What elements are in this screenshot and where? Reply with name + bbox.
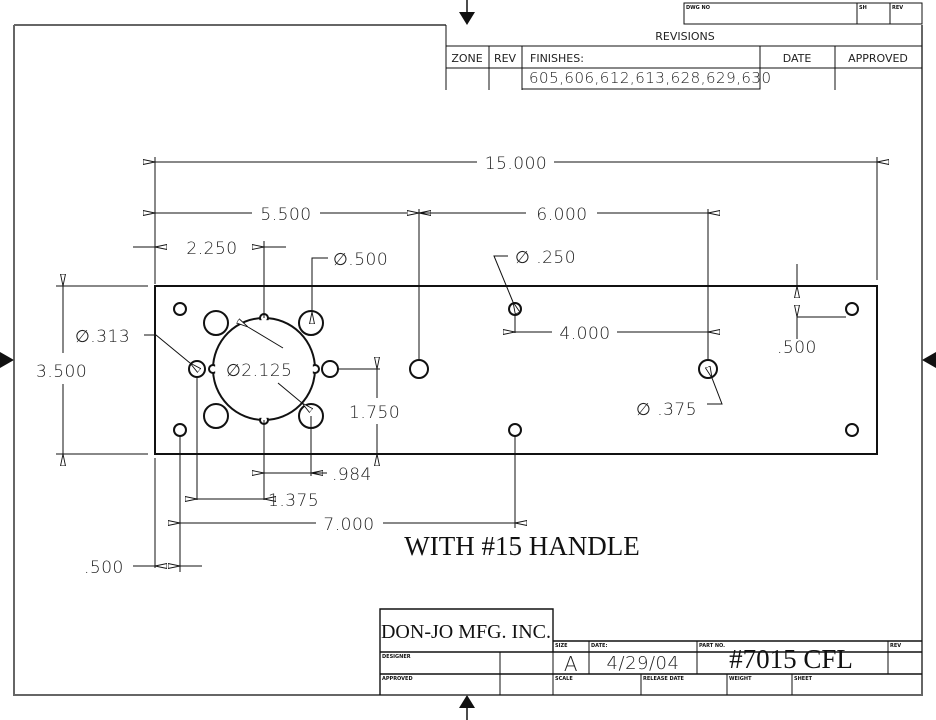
dim-spacing-984: .984 — [332, 465, 372, 485]
rev-no-label: REV — [892, 5, 903, 11]
approved-label: APPROVED — [382, 676, 413, 682]
dim-left-to-center: 5.500 — [260, 205, 311, 225]
hub-cutout — [208, 313, 320, 425]
hole-375-center — [409, 359, 429, 379]
hole-313-left — [188, 360, 206, 378]
dim-center-to-hole: 6.000 — [536, 205, 587, 225]
dim-spacing-1375: 1.375 — [268, 491, 319, 511]
dim-edge-500-bottom: .500 — [84, 558, 124, 578]
corner-hole-bottom-right — [845, 423, 859, 437]
approved-column-header: APPROVED — [848, 52, 908, 65]
release-date-label: RELEASE DATE — [643, 676, 685, 682]
part-outline — [154, 285, 878, 455]
right-center-marker-icon — [922, 352, 936, 368]
date-value: 4/29/04 — [607, 653, 680, 674]
corner-hole-bottom-left — [173, 423, 187, 437]
corner-hole-top-right — [845, 302, 859, 316]
hole-250-bottom — [508, 423, 522, 437]
dim-hub-offset: 2.250 — [186, 239, 237, 259]
size-label: SIZE — [555, 643, 568, 649]
hub-hole-top-left — [203, 310, 229, 336]
scale-label: SCALE — [555, 676, 573, 682]
hub-hole-top-right — [298, 310, 324, 336]
top-center-marker-icon — [459, 0, 475, 25]
title-block: DON-JO MFG. INC. DESIGNER APPROVED SIZE … — [379, 608, 922, 695]
drawing-border — [13, 24, 923, 696]
leader-lines — [144, 255, 723, 404]
dim-hole-250: ∅ .250 — [515, 248, 576, 268]
dimension-labels: 15.000 5.500 6.000 2.250 ∅.500 ∅ .250 ∅.… — [36, 154, 817, 578]
hole-375-right — [698, 359, 718, 379]
holes — [173, 302, 859, 437]
part-no-label: PART NO. — [699, 643, 725, 649]
date-column-header: DATE — [783, 52, 812, 65]
rev-column-header: REV — [494, 52, 517, 65]
extension-lines — [56, 157, 878, 572]
zone-column-header: ZONE — [451, 52, 482, 65]
dimension-lines — [63, 162, 877, 566]
hole-250-top — [508, 302, 522, 316]
hub-hole-bottom-left — [203, 403, 229, 429]
dim-spacing-4000: 4.000 — [559, 324, 610, 344]
dim-half-height: 1.750 — [349, 403, 400, 423]
dim-edge-500-right: .500 — [777, 338, 817, 358]
part-number: #7015 CFL — [729, 644, 853, 674]
dim-hole-2125: ∅2.125 — [226, 361, 292, 381]
corner-hole-top-left — [173, 302, 187, 316]
left-center-marker-icon — [0, 352, 14, 368]
dim-hole-500: ∅.500 — [333, 250, 388, 270]
rev-label: REV — [890, 643, 901, 649]
dim-height: 3.500 — [36, 362, 87, 382]
dim-hole-375: ∅ .375 — [636, 400, 697, 420]
hole-313-right — [321, 360, 339, 378]
dim-spacing-7000: 7.000 — [323, 515, 374, 535]
bottom-center-marker-icon — [459, 695, 475, 720]
finishes-list: 605,606,612,613,628,629,630 — [529, 69, 772, 87]
dim-hole-313: ∅.313 — [75, 327, 130, 347]
revisions-table: DWG NO SH REV REVISIONS ZONE REV FINISHE… — [445, 2, 923, 90]
dwg-no-label: DWG NO — [686, 5, 710, 11]
dim-overall-length: 15.000 — [485, 154, 547, 174]
sh-label: SH — [859, 5, 867, 11]
size-value: A — [564, 652, 578, 676]
designer-label: DESIGNER — [382, 654, 411, 660]
revisions-header: REVISIONS — [655, 30, 714, 43]
finishes-column-header: FINISHES: — [530, 52, 584, 65]
company-name: DON-JO MFG. INC. — [381, 621, 551, 643]
weight-label: WEIGHT — [729, 676, 752, 682]
date-label: DATE: — [591, 643, 607, 649]
sheet-label: SHEET — [794, 676, 813, 682]
drawing-note: WITH #15 HANDLE — [404, 531, 639, 561]
